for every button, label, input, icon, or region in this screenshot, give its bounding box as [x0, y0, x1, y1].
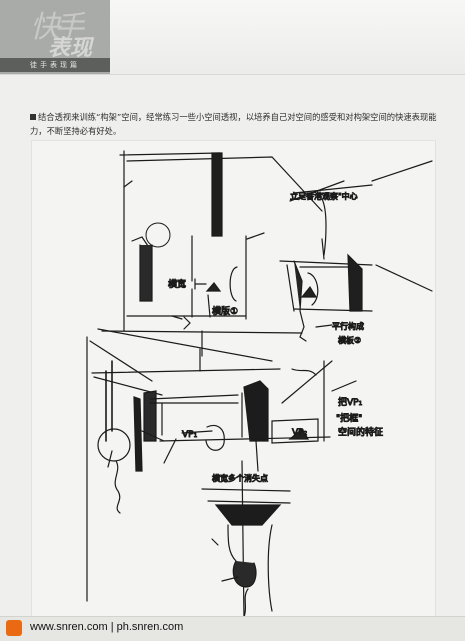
sketch-bottom	[201, 460, 291, 619]
logo-text-secondary: 表现	[48, 35, 93, 61]
perspective-sketch: 横宽 横版① 立足香港观察"中心 平行构成 横板②	[86, 150, 433, 619]
bullet-square-icon	[30, 114, 36, 120]
annotation-multi-vp: 横宽多个消失点	[212, 473, 268, 483]
annotation-hengban-1: 横版①	[212, 305, 238, 317]
annotation-hengban-2: 横板②	[338, 335, 361, 345]
footer-url[interactable]: www.snren.com | ph.snren.com	[30, 621, 184, 633]
annotation-parallel: 平行构成	[332, 321, 364, 331]
site-logo-icon	[6, 620, 22, 636]
annotation-observe-center: 立足香港观察"中心	[290, 191, 358, 201]
sketch-sheet: 横宽 横版① 立足香港观察"中心 平行构成 横板②	[31, 140, 436, 620]
annotation-space-feature: 空间的特征	[338, 426, 383, 438]
book-logo: 快手 表现 徒手表现篇	[0, 0, 110, 74]
page-caption: 结合透视来训练“构架”空间，经常练习一些小空间透视，以培养自己对空间的感受和对构…	[30, 110, 448, 138]
annotation-vp1: VP₁	[182, 430, 198, 440]
section-label: 徒手表现篇	[0, 58, 110, 72]
page-header: 快手 表现 徒手表现篇	[0, 0, 465, 75]
annotation-frame: "把框"	[336, 412, 362, 424]
sketch-top-left	[97, 150, 323, 362]
annotation-vp2: VP₂	[292, 428, 308, 438]
annotation-hengkuan-1: 横宽	[168, 278, 186, 290]
caption-text: 结合透视来训练“构架”空间，经常练习一些小空间透视，以培养自己对空间的感受和对构…	[30, 112, 437, 136]
logo-text-primary: 快手	[30, 10, 84, 45]
sketch-middle	[86, 330, 357, 602]
page-footer: www.snren.com | ph.snren.com	[0, 616, 465, 641]
annotation-vp-note: 把VP₁	[338, 396, 363, 408]
sketch-top-right	[279, 160, 433, 342]
